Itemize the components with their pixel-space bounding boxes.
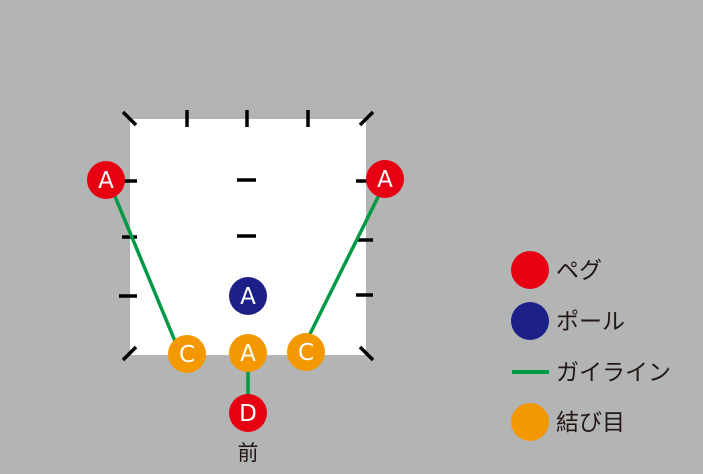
guyline-left — [112, 192, 179, 348]
peg-circle — [87, 161, 125, 199]
knot-circle — [229, 334, 267, 372]
marker-label: A — [240, 284, 256, 310]
peg-circle — [229, 394, 267, 432]
marker-label: A — [240, 341, 256, 367]
front-label: 前 — [238, 441, 259, 465]
peg-circle — [366, 160, 404, 198]
marker-pole: A — [229, 277, 267, 315]
marker-peg-front: D — [229, 394, 267, 432]
marker-knot-mid: A — [229, 334, 267, 372]
marker-peg-right: A — [366, 160, 404, 198]
legend-item-knot: 結び目 — [511, 403, 625, 441]
knot-circle — [168, 335, 206, 373]
guyline-right — [306, 191, 382, 340]
marker-knot-left: C — [168, 335, 206, 373]
pole-circle — [229, 277, 267, 315]
markers: A A A C A C D — [87, 160, 404, 432]
pole-legend-icon — [511, 302, 549, 340]
legend-label: ガイライン — [556, 360, 671, 386]
legend-label: ペグ — [556, 258, 602, 284]
marker-label: A — [98, 168, 114, 194]
marker-knot-right: C — [287, 333, 325, 371]
marker-label: C — [179, 342, 195, 368]
marker-peg-left: A — [87, 161, 125, 199]
knot-legend-icon — [511, 403, 549, 441]
legend-item-pole: ポール — [511, 302, 625, 340]
marker-label: C — [298, 340, 314, 366]
knot-circle — [287, 333, 325, 371]
legend-label: ポール — [556, 309, 625, 335]
legend-label: 結び目 — [556, 410, 625, 436]
marker-label: A — [377, 167, 393, 193]
marker-label: D — [239, 401, 257, 427]
peg-legend-icon — [511, 251, 549, 289]
legend-item-peg: ペグ — [511, 251, 602, 289]
legend-item-guyline: ガイライン — [512, 360, 671, 386]
